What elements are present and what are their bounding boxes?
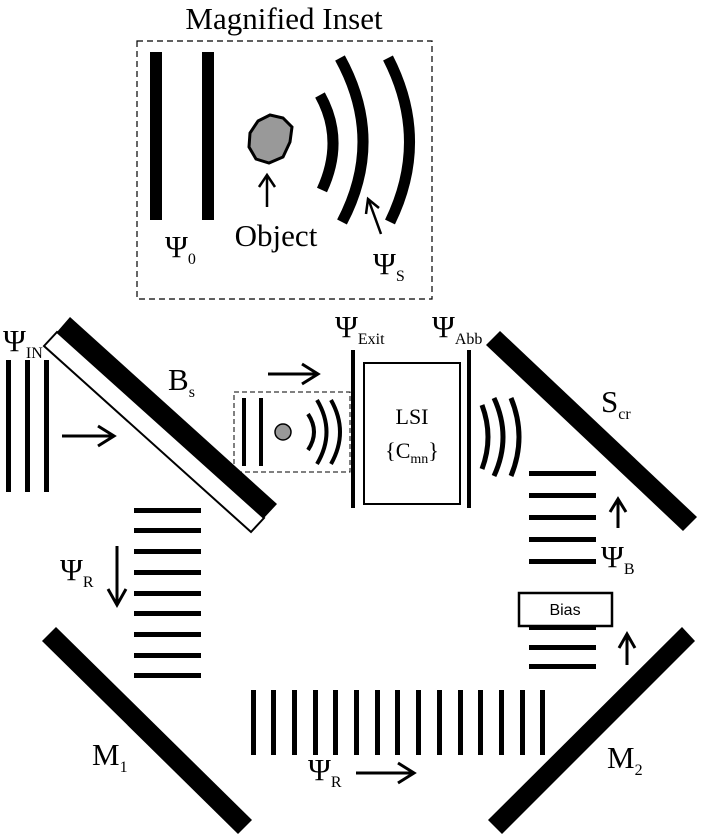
reference-wave-line	[134, 632, 201, 637]
reference-wave-line	[478, 690, 483, 755]
beamsplitter-label: Bs	[168, 362, 195, 401]
reference-wave-line	[134, 528, 201, 533]
mirror-1	[42, 627, 252, 834]
reference-path-left: ΨR	[60, 508, 201, 678]
psi-abb-label: ΨAbb	[432, 309, 482, 348]
lsi-box	[363, 362, 461, 505]
scattered-wavefront	[315, 398, 329, 466]
aberrated-wavefront	[508, 397, 522, 477]
scattered-wavefront	[335, 55, 369, 225]
object-path-inset	[233, 362, 351, 473]
screen	[486, 331, 697, 531]
arrow-right-icon	[62, 424, 117, 448]
input-beam: ΨIN	[3, 323, 117, 492]
reference-wave-line	[313, 690, 318, 755]
reference-wave-line	[134, 591, 201, 596]
beamsplitter-dark	[57, 317, 277, 518]
reference-wave-line	[251, 690, 256, 755]
reference-wave-line	[529, 664, 596, 669]
bias-label: Bias	[549, 602, 580, 619]
lsi-label: LSI	[396, 404, 429, 429]
reference-wave-line	[529, 645, 596, 650]
beamsplitter-clear	[42, 330, 266, 534]
plane-wave-line	[6, 360, 11, 492]
psi-in-label: ΨIN	[3, 323, 43, 362]
scattered-wavefront	[383, 55, 415, 225]
reference-wave-line	[540, 690, 545, 755]
small-inset-border	[233, 391, 351, 473]
reference-path-bottom: ΨR	[251, 690, 545, 791]
reference-wave-line	[416, 690, 421, 755]
reference-wave-line	[529, 515, 596, 520]
arrow-right-icon	[268, 362, 321, 386]
object-blob-icon	[274, 423, 292, 441]
lsi-system: ΨExit ΨAbb LSI {Cmn}	[335, 309, 522, 508]
arrow-up-icon	[617, 630, 637, 665]
reference-wave-line	[437, 690, 442, 755]
arrow-up-icon	[608, 496, 628, 528]
object-blob-icon	[247, 113, 294, 165]
reference-wave-line	[271, 690, 276, 755]
plane-wave-line	[202, 52, 214, 220]
psi0-label: Ψ0	[165, 229, 196, 268]
plane-wave-line	[25, 360, 30, 492]
psi-exit-label: ΨExit	[335, 309, 385, 348]
reference-wave-line	[292, 690, 297, 755]
psi-b-label: ΨB	[601, 539, 635, 578]
arrow-up-icon	[257, 172, 277, 207]
reference-wave-line	[375, 690, 380, 755]
plane-wave-line	[150, 52, 162, 220]
reference-wave-line	[134, 549, 201, 554]
reference-wave-line	[529, 625, 596, 630]
magnified-inset: Magnified Inset Object Ψ0 ΨS	[136, 1, 433, 300]
inset-border	[136, 40, 433, 300]
reference-wave-line	[333, 690, 338, 755]
mirror1-label: M1	[92, 737, 128, 776]
screen-label: Scr	[601, 384, 631, 423]
reference-wave-line	[529, 471, 596, 476]
plane-wave-line	[259, 398, 263, 466]
reference-wave-line	[529, 537, 596, 542]
reference-wave-line	[134, 570, 201, 575]
aberrated-wavefront	[491, 396, 506, 478]
reference-wave-line	[134, 673, 201, 678]
lsi-coefficient-label: {Cmn}	[385, 438, 439, 467]
reference-wave-line	[354, 690, 359, 755]
reference-wave-line	[134, 653, 201, 658]
reference-wave-line	[529, 493, 596, 498]
inset-title: Magnified Inset	[185, 1, 383, 36]
reference-wave-line	[134, 508, 201, 513]
reference-wave-line	[458, 690, 463, 755]
object-label: Object	[235, 218, 318, 253]
exit-plane-line	[351, 350, 355, 508]
reference-wave-line	[395, 690, 400, 755]
arrow-down-icon	[106, 546, 128, 609]
abb-plane-line	[467, 350, 471, 508]
psi-r-left-label: ΨR	[60, 552, 94, 591]
aberrated-wavefront	[479, 404, 491, 470]
reference-wave-line	[520, 690, 525, 755]
reference-wave-line	[529, 559, 596, 564]
mirror-2	[488, 627, 695, 834]
arrow-right-icon	[356, 761, 417, 785]
arrow-up-left-icon	[364, 196, 383, 235]
reference-wave-line	[134, 611, 201, 616]
plane-wave-line	[242, 398, 246, 466]
psi-r-bottom-label: ΨR	[308, 752, 342, 791]
bias-path: Bias ΨB	[517, 471, 637, 669]
scattered-wavefront	[306, 412, 316, 452]
bias-box	[517, 591, 614, 628]
scattered-wavefront	[329, 399, 342, 465]
plane-wave-line	[44, 360, 49, 492]
scattered-wavefront	[315, 92, 339, 193]
beamsplitter	[42, 317, 277, 534]
reference-wave-line	[499, 690, 504, 755]
mirror2-label: M2	[607, 740, 643, 779]
psis-label: ΨS	[373, 246, 405, 285]
